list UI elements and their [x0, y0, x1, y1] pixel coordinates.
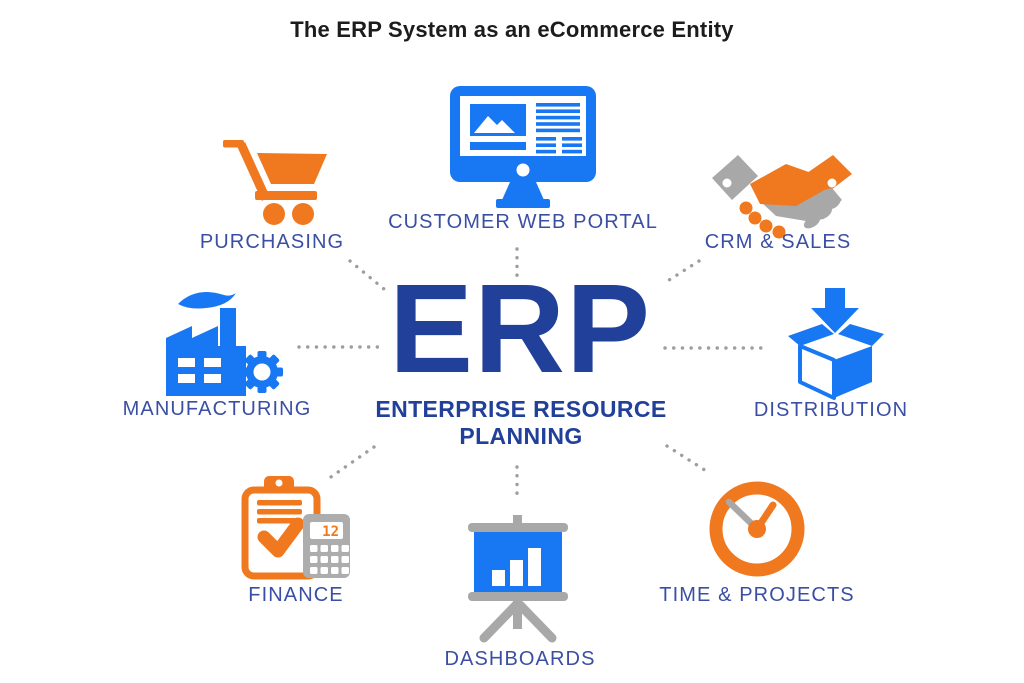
label-manufacturing: MANUFACTURING: [122, 398, 312, 420]
erp-acronym: ERP: [388, 258, 652, 399]
label-crm-sales: CRM & SALES: [704, 231, 852, 253]
handshake-icon: [712, 155, 852, 239]
factory-icon: [166, 292, 283, 396]
open-box-arrow-icon: [788, 288, 884, 400]
calculator-display: 12: [322, 524, 339, 540]
label-distribution: DISTRIBUTION: [753, 399, 909, 421]
erp-subtitle-line2: PLANNING: [459, 423, 583, 449]
label-customer-web-portal: CUSTOMER WEB PORTAL: [388, 211, 658, 233]
label-dashboards: DASHBOARDS: [444, 648, 596, 670]
connector-finance: [326, 445, 376, 481]
clipboard-calculator-icon: 12: [241, 476, 350, 580]
shopping-cart-icon: [223, 140, 327, 225]
connector-crm-sales: [664, 259, 701, 284]
clock-icon: [709, 481, 805, 577]
label-purchasing: PURCHASING: [199, 231, 345, 253]
erp-subtitle-line1: ENTERPRISE RESOURCE: [375, 396, 667, 422]
erp-subtitle: ENTERPRISE RESOURCE PLANNING: [375, 396, 666, 450]
connector-purchasing: [348, 259, 386, 291]
erp-center: ERP: [389, 266, 651, 392]
monitor-icon: [450, 86, 596, 208]
diagram-title: The ERP System as an eCommerce Entity: [290, 17, 734, 42]
label-time-projects: TIME & PROJECTS: [659, 584, 855, 606]
presentation-chart-icon: [468, 515, 568, 643]
connector-time-projects: [665, 444, 713, 476]
label-finance: FINANCE: [248, 584, 344, 606]
